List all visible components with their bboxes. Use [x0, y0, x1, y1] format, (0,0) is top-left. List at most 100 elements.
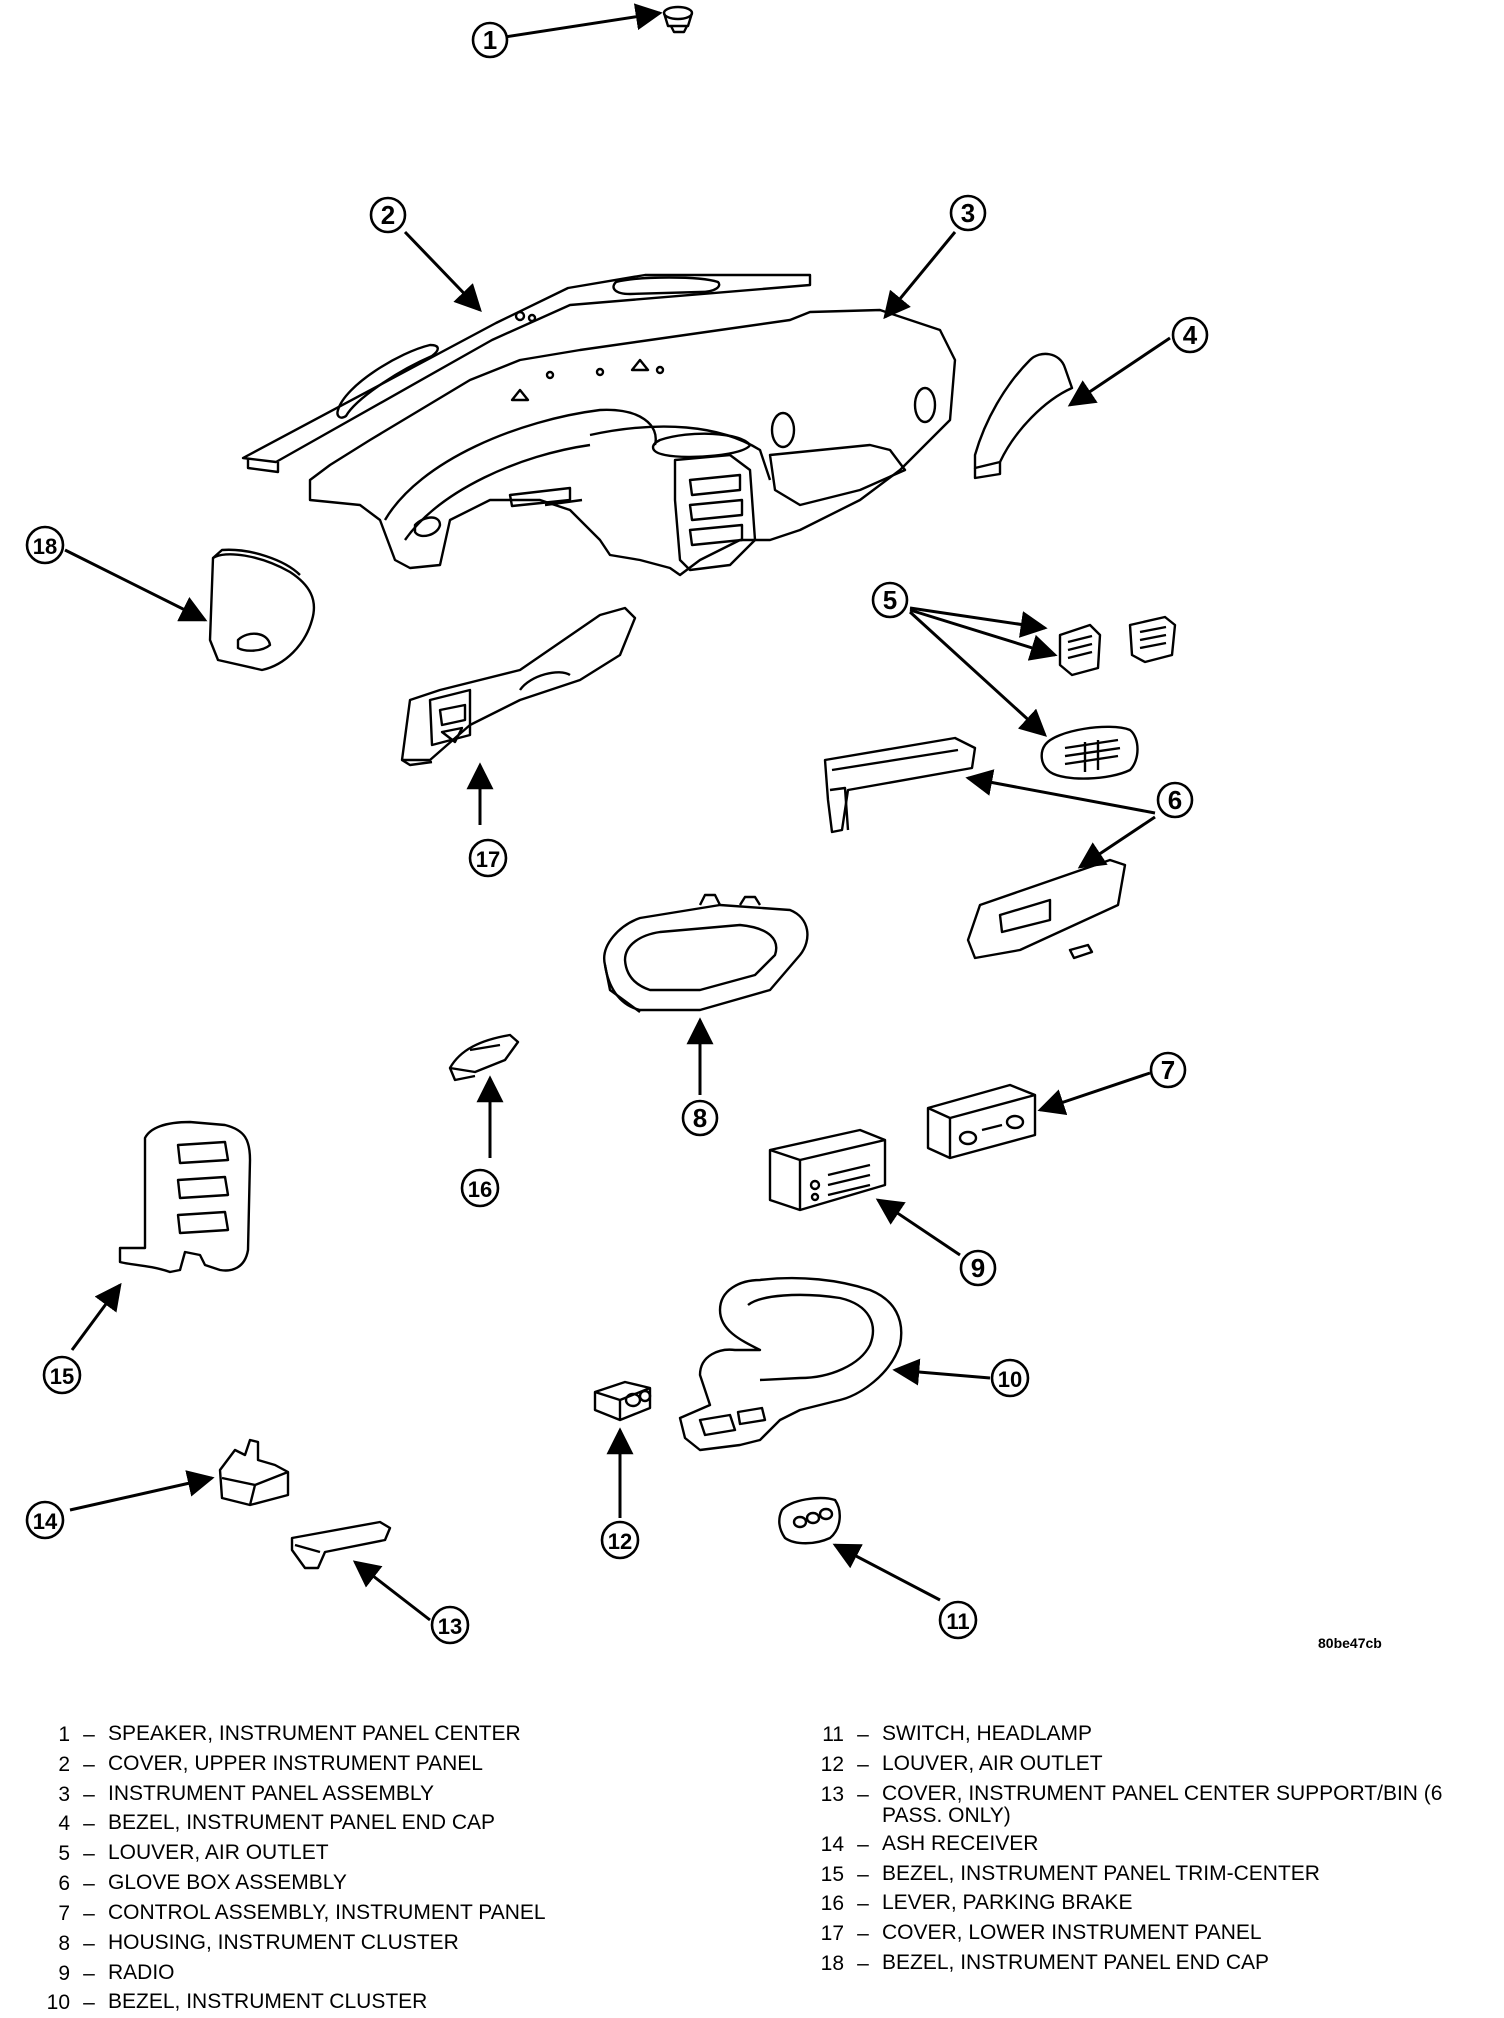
svg-text:10: 10	[998, 1367, 1022, 1392]
svg-text:12: 12	[608, 1529, 632, 1554]
legend-item: 14–ASH RECEIVER	[796, 1830, 1486, 1860]
part-parking-brake-lever	[448, 1033, 520, 1082]
legend-number: 6	[58, 1872, 70, 1896]
part-end-cap-left	[208, 548, 316, 672]
legend-description: LOUVER, AIR OUTLET	[108, 1841, 329, 1865]
legend-item: 16–LEVER, PARKING BRAKE	[796, 1889, 1486, 1919]
legend-description: GLOVE BOX ASSEMBLY	[108, 1871, 347, 1895]
legend-number: 12	[820, 1752, 844, 1776]
part-small-louver	[593, 1380, 652, 1422]
callout-8: 8	[681, 1099, 719, 1137]
legend-item: 4–BEZEL, INSTRUMENT PANEL END CAP	[22, 1809, 742, 1839]
callout-3: 3	[949, 194, 987, 232]
legend-number: 9	[58, 1961, 70, 1985]
legend-description: HOUSING, INSTRUMENT CLUSTER	[108, 1930, 459, 1954]
legend-item: 12–LOUVER, AIR OUTLET	[796, 1750, 1486, 1780]
part-ash-receiver	[218, 1438, 290, 1507]
part-glove-box	[823, 736, 1127, 960]
legend-number: 13	[820, 1782, 844, 1806]
legend-description: SPEAKER, INSTRUMENT PANEL CENTER	[108, 1722, 521, 1745]
svg-text:9: 9	[971, 1253, 985, 1283]
legend-number: 17	[820, 1922, 844, 1946]
part-control-assembly	[926, 1083, 1037, 1160]
callout-18: 18	[25, 525, 65, 565]
callout-7: 7	[1149, 1051, 1187, 1089]
legend-description: SWITCH, HEADLAMP	[882, 1722, 1093, 1745]
legend-description: COVER, INSTRUMENT PANEL CENTER SUPPORT/B…	[882, 1781, 1443, 1827]
legend-number: 18	[820, 1951, 844, 1975]
legend-number: 16	[820, 1892, 844, 1916]
svg-text:17: 17	[476, 847, 500, 872]
callout-15: 15	[42, 1355, 82, 1395]
exploded-parts-diagram: 1 2 3 4 5 6 7 8 9 10 11 12 13 14 15 16 1…	[25, 3, 1209, 1645]
svg-text:4: 4	[1183, 320, 1198, 350]
part-lower-cover	[400, 606, 637, 767]
svg-text:16: 16	[468, 1177, 492, 1202]
legend-number: 4	[58, 1812, 70, 1836]
svg-text:1: 1	[483, 25, 497, 55]
callout-9: 9	[959, 1249, 997, 1287]
legend-number: 14	[820, 1832, 844, 1856]
callout-2: 2	[369, 196, 407, 234]
part-louvers	[1040, 615, 1177, 780]
part-radio	[768, 1128, 887, 1212]
callout-6: 6	[1156, 781, 1194, 819]
callout-16: 16	[460, 1168, 500, 1208]
svg-text:13: 13	[438, 1614, 462, 1639]
legend-left-column: 1–SPEAKER, INSTRUMENT PANEL CENTER 2–COV…	[22, 1720, 742, 2018]
legend-item: 3–INSTRUMENT PANEL ASSEMBLY	[22, 1780, 742, 1810]
legend-number: 5	[58, 1842, 70, 1866]
callout-13: 13	[430, 1605, 470, 1645]
legend-number: 3	[58, 1782, 70, 1806]
legend-item: 5–LOUVER, AIR OUTLET	[22, 1839, 742, 1869]
legend-item: 17–COVER, LOWER INSTRUMENT PANEL	[796, 1919, 1486, 1949]
callout-12: 12	[600, 1520, 640, 1560]
part-headlamp-switch	[778, 1496, 841, 1545]
legend-item: 15–BEZEL, INSTRUMENT PANEL TRIM-CENTER	[796, 1860, 1486, 1890]
callout-5: 5	[871, 581, 909, 619]
legend-description: COVER, UPPER INSTRUMENT PANEL	[108, 1751, 483, 1775]
svg-text:3: 3	[961, 198, 975, 228]
legend-number: 1	[58, 1723, 70, 1746]
legend-description: BEZEL, INSTRUMENT PANEL END CAP	[108, 1811, 496, 1835]
legend-number: 11	[822, 1723, 844, 1746]
legend-description: LOUVER, AIR OUTLET	[882, 1751, 1103, 1775]
part-trim-center-bezel	[118, 1120, 252, 1274]
callout-14: 14	[25, 1500, 65, 1540]
legend-item: 6–GLOVE BOX ASSEMBLY	[22, 1869, 742, 1899]
callouts: 1 2 3 4 5 6 7 8 9 10 11 12 13 14 15 16 1…	[25, 21, 1209, 1645]
legend-description: INSTRUMENT PANEL ASSEMBLY	[108, 1781, 434, 1805]
part-instrument-panel	[308, 308, 957, 577]
legend-number: 10	[46, 1991, 70, 2015]
callout-4: 4	[1171, 316, 1209, 354]
legend-item: 1–SPEAKER, INSTRUMENT PANEL CENTER	[22, 1720, 742, 1750]
leader-arrows	[64, 3, 1171, 1622]
svg-text:15: 15	[50, 1364, 74, 1389]
legend-item: 2–COVER, UPPER INSTRUMENT PANEL	[22, 1750, 742, 1780]
callout-1: 1	[471, 21, 509, 59]
legend-description: BEZEL, INSTRUMENT PANEL TRIM-CENTER	[882, 1861, 1320, 1885]
legend-description: LEVER, PARKING BRAKE	[882, 1891, 1133, 1915]
legend-item: 9–RADIO	[22, 1959, 742, 1989]
legend-right-column: 11–SWITCH, HEADLAMP 12–LOUVER, AIR OUTLE…	[796, 1720, 1486, 1979]
part-cluster-bezel	[678, 1276, 903, 1452]
legend-description: COVER, LOWER INSTRUMENT PANEL	[882, 1921, 1262, 1945]
svg-text:11: 11	[946, 1609, 969, 1634]
legend-description: BEZEL, INSTRUMENT CLUSTER	[108, 1990, 428, 2014]
part-end-cap-right	[973, 352, 1074, 480]
callout-10: 10	[990, 1358, 1030, 1398]
legend-number: 8	[58, 1931, 70, 1955]
callout-17: 17	[468, 838, 508, 878]
svg-text:6: 6	[1168, 785, 1182, 815]
part-speaker	[662, 5, 694, 34]
legend-item: 18–BEZEL, INSTRUMENT PANEL END CAP	[796, 1949, 1486, 1979]
part-upper-cover	[241, 273, 812, 474]
legend-number: 15	[820, 1862, 844, 1886]
legend-number: 7	[58, 1901, 70, 1925]
svg-text:14: 14	[33, 1509, 58, 1534]
legend-item: 11–SWITCH, HEADLAMP	[796, 1720, 1486, 1750]
part-cluster-housing	[603, 893, 809, 1013]
legend-item: 10–BEZEL, INSTRUMENT CLUSTER	[22, 1988, 742, 2018]
figure-reference-code: 80be47cb	[1318, 1635, 1382, 1651]
svg-text:7: 7	[1161, 1055, 1175, 1085]
